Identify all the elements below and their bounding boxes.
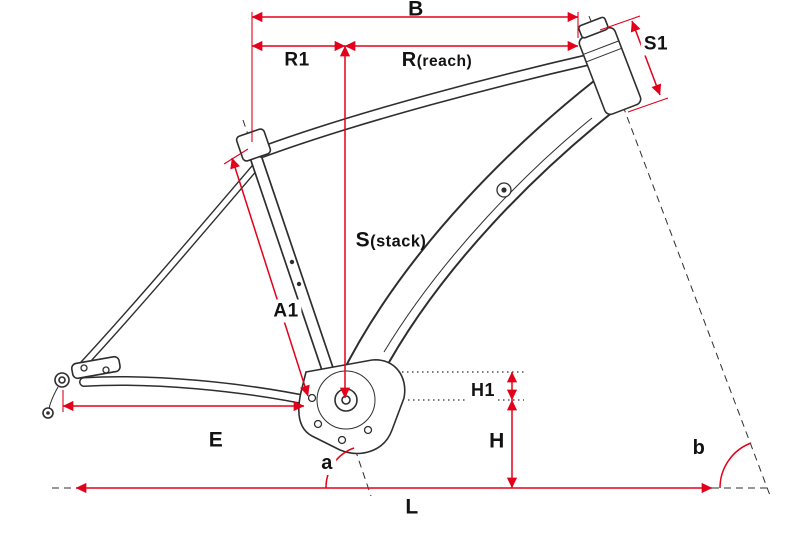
bottle-boss xyxy=(296,281,302,287)
dim-s1 xyxy=(630,20,662,96)
dim-a1 xyxy=(230,157,310,397)
dim-label-b: B xyxy=(408,0,424,21)
hanger-pin xyxy=(46,411,50,415)
motor-assembly xyxy=(297,359,406,455)
rear-dropout xyxy=(42,355,121,419)
dim-label-a1: A1 xyxy=(270,299,302,323)
chain-stay-core xyxy=(80,377,320,406)
seat-stay-core xyxy=(77,161,261,371)
reference-lines xyxy=(52,15,772,499)
seat-tube-collar xyxy=(235,128,272,162)
dim-label-h: H xyxy=(489,429,505,453)
motor-bolt xyxy=(313,419,323,429)
dim-label-reach-sub: (reach) xyxy=(416,53,473,70)
motor-emblem-dot xyxy=(501,187,507,193)
dim-label-r1: R1 xyxy=(284,49,310,71)
dim-label-angle-b: b xyxy=(689,436,709,460)
dim-label-l: L xyxy=(405,495,419,519)
dropout-plate xyxy=(70,355,121,380)
headset-spacer xyxy=(583,40,619,55)
dim-label-stack: S(stack) xyxy=(356,230,427,251)
down-tube-core xyxy=(339,79,621,403)
dim-label-h1: H1 xyxy=(467,379,499,401)
motor-bolt xyxy=(307,393,317,403)
dim-label-angle-a: a xyxy=(318,451,336,475)
ext-line-s1-bottom xyxy=(627,97,669,113)
dim-label-s1: S1 xyxy=(640,32,672,56)
rear-axle-center xyxy=(58,376,66,384)
bottle-boss xyxy=(289,259,295,265)
dropout-bolt xyxy=(80,364,88,372)
dropout-bolt xyxy=(102,366,110,374)
headset-top-cap xyxy=(578,16,609,39)
top-tube-core xyxy=(257,53,601,157)
dim-label-reach: R(reach) xyxy=(402,50,472,70)
dim-label-reach-main: R xyxy=(401,49,417,71)
dim-label-stack-main: S xyxy=(355,228,371,252)
dimension-lines xyxy=(62,11,752,494)
motor-bolt xyxy=(337,435,347,445)
angle-arc-b xyxy=(719,442,752,489)
derailleur-hanger xyxy=(48,386,59,410)
ext-line-s1-top xyxy=(599,15,641,31)
seat-cluster xyxy=(235,128,272,162)
seat-tube-core xyxy=(247,141,343,405)
dim-label-stack-sub: (stack) xyxy=(370,232,427,251)
bb-spindle xyxy=(341,395,351,405)
headset-spacer xyxy=(585,47,622,63)
ext-line-a1-top xyxy=(223,148,249,165)
bike-frame xyxy=(42,16,642,455)
motor-bolt xyxy=(363,425,373,435)
dim-label-e: E xyxy=(208,428,224,452)
head-tube xyxy=(578,16,642,116)
battery-seam xyxy=(383,117,593,353)
